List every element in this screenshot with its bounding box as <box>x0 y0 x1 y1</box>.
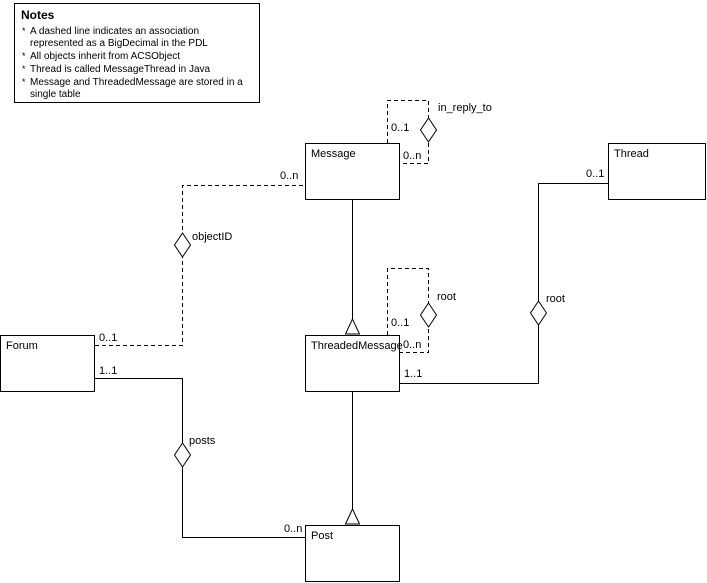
multiplicity-in-reply-to-parent: 0..1 <box>391 122 410 134</box>
class-box-post: Post <box>305 525 400 582</box>
multiplicity-posts-forum: 1..1 <box>99 365 118 377</box>
aggregation-diamond <box>173 442 192 468</box>
bullet-icon: * <box>22 51 26 61</box>
class-box-thread: Thread <box>608 143 706 200</box>
multiplicity-objectid-message: 0..n <box>280 170 299 182</box>
multiplicity-in-reply-to-child: 0..n <box>403 150 422 162</box>
class-name: Post <box>311 530 334 542</box>
association-label-objectid: objectID <box>192 231 233 243</box>
notes-list: * A dashed line indicates an association… <box>21 26 253 101</box>
multiplicity-posts-post: 0..n <box>284 523 303 535</box>
bullet-icon: * <box>22 26 26 36</box>
note-item: * Message and ThreadedMessage are stored… <box>21 77 253 101</box>
note-text: A dashed line indicates an association r… <box>30 26 208 49</box>
inheritance-triangle <box>344 507 361 525</box>
association-line <box>95 378 305 538</box>
notes-box: Notes * A dashed line indicates an assoc… <box>14 3 260 103</box>
class-name: Message <box>311 148 356 160</box>
association-label-in-reply-to: in_reply_to <box>438 102 492 114</box>
class-name: ThreadedMessage <box>311 340 403 352</box>
note-item: * All objects inherit from ACSObject <box>21 51 253 63</box>
association-label-root-self: root <box>437 291 456 303</box>
aggregation-diamond <box>529 300 548 326</box>
inheritance-triangle <box>344 317 361 335</box>
note-item: * Thread is called MessageThread in Java <box>21 64 253 76</box>
class-box-message: Message <box>305 143 400 200</box>
multiplicity-thread-root-threadedmessage: 1..1 <box>404 368 423 380</box>
note-text: All objects inherit from ACSObject <box>30 51 181 62</box>
notes-title: Notes <box>21 8 55 22</box>
class-name: Forum <box>6 340 38 352</box>
aggregation-diamond <box>419 302 438 328</box>
aggregation-diamond <box>173 232 192 258</box>
generalization-message-threadedmessage <box>344 200 361 335</box>
association-line <box>387 100 429 164</box>
aggregation-diamond <box>419 117 438 143</box>
multiplicity-objectid-forum: 0..1 <box>99 332 118 344</box>
bullet-icon: * <box>22 64 26 74</box>
bullet-icon: * <box>22 77 26 87</box>
association-posts <box>95 378 305 538</box>
multiplicity-root-self-child: 0..n <box>403 339 422 351</box>
note-item: * A dashed line indicates an association… <box>21 26 253 50</box>
association-label-posts: posts <box>189 435 216 447</box>
association-in-reply-to <box>387 100 438 164</box>
association-line <box>387 268 429 353</box>
association-line <box>400 183 608 384</box>
association-root-self <box>387 268 438 353</box>
association-line <box>95 185 305 346</box>
association-label-root-thread: root <box>546 293 565 305</box>
association-objectid <box>95 185 305 346</box>
class-box-forum: Forum <box>0 335 95 392</box>
note-text: Thread is called MessageThread in Java <box>30 64 211 75</box>
class-name: Thread <box>614 148 649 160</box>
class-box-threadedmessage: ThreadedMessage <box>305 335 403 392</box>
generalization-threadedmessage-post <box>344 392 361 525</box>
note-text: Message and ThreadedMessage are stored i… <box>30 77 243 100</box>
multiplicity-thread-root-thread: 0..1 <box>586 168 605 180</box>
multiplicity-root-self-parent: 0..1 <box>391 317 410 329</box>
association-thread-root <box>400 183 608 384</box>
